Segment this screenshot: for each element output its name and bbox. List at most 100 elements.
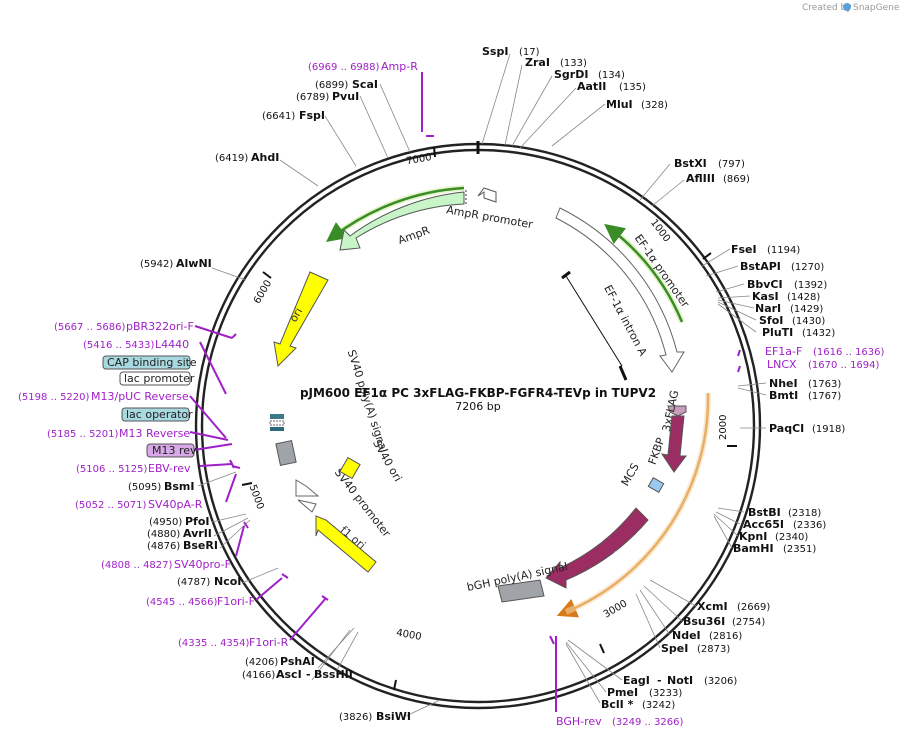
primer-m13-reverse[interactable]: M13 Reverse [119,427,190,440]
ampr-promoter-label: AmpR promoter [445,203,534,231]
boxed-feature-labels: CAP binding site lac promoter lac operat… [102,355,197,422]
bgh-polya-feature[interactable] [497,579,545,603]
enzyme-bcli[interactable]: BclI * [601,698,634,711]
primer-l4440[interactable]: L4440 [155,338,189,351]
enzyme-bmti-pos: (1767) [808,391,841,402]
lac-promoter-label[interactable]: lac promoter [124,372,195,385]
enzyme-avrii[interactable]: AvrII [183,527,212,540]
enzyme-bsiwi[interactable]: BsiWI [376,710,411,723]
primer-lncx[interactable]: LNCX [767,358,797,371]
primer-amp-r[interactable]: Amp-R [381,60,418,73]
sv40-promoter-feature[interactable] [295,479,320,513]
primer-ebv-rev[interactable]: EBV-rev [148,462,191,475]
enzyme-pluti-pos: (1432) [802,328,835,339]
enzyme-bsiwi-pos: (3826) [339,712,372,723]
enzyme-pmei[interactable]: PmeI [607,686,638,699]
enzyme-nhei[interactable]: NheI [769,377,798,390]
enzyme-aatii[interactable]: AatII [577,80,606,93]
lac-promoter-mark [269,420,285,426]
primer-lncx-range: (1670 .. 1694) [808,360,880,371]
enzyme-dash-1: - [657,674,662,687]
enzyme-noti[interactable]: NotI [667,674,693,687]
primer-m13-puc-reverse[interactable]: M13/pUC Reverse [91,390,189,403]
enzyme-fspi-pos: (6641) [262,111,295,122]
primer-labels: Amp-R (6969 .. 6988) EF1a-F (1616 .. 163… [18,60,885,728]
enzyme-pluti[interactable]: PluTI [762,326,793,339]
enzyme-eagi[interactable]: EagI [623,674,650,687]
tick-4000 [393,679,397,691]
enzyme-zrai[interactable]: ZraI [525,56,550,69]
enzyme-bbvci[interactable]: BbvCI [747,278,783,291]
ef1a-promoter-feature[interactable] [555,207,685,373]
tick-6000 [262,271,272,279]
enzyme-kpni[interactable]: KpnI [739,530,767,543]
enzyme-bsmi[interactable]: BsmI [164,480,195,493]
enzyme-sgrdi[interactable]: SgrDI [554,68,588,81]
enzyme-ahdi[interactable]: AhdI [251,151,279,164]
ampr-feature[interactable] [339,191,465,251]
enzyme-bstbi[interactable]: BstBI [748,506,781,519]
enzyme-asci[interactable]: AscI [276,668,302,681]
mcs-feature[interactable] [647,476,665,494]
enzyme-bstbi-pos: (2318) [788,508,821,519]
enzyme-pvui-pos: (6789) [296,92,329,103]
enzyme-bsshii[interactable]: BssHII [314,668,353,681]
sv40-polya-feature[interactable] [275,439,297,467]
enzyme-fspi[interactable]: FspI [299,109,325,122]
enzyme-pfoi[interactable]: PfoI [185,515,210,528]
enzyme-sfoi[interactable]: SfoI [759,314,783,327]
enzyme-acc65i[interactable]: Acc65I [743,518,784,531]
primer-sv40pa-r[interactable]: SV40pA-R [148,498,203,511]
primer-sv40pro-f[interactable]: SV40pro-F [174,558,231,571]
primer-markers [189,72,741,712]
enzyme-bcli-pos: (3242) [642,700,675,711]
enzyme-afliii-pos: (869) [723,174,750,185]
enzyme-kpni-pos: (2340) [775,532,808,543]
f1ori-feature[interactable] [315,515,377,573]
enzyme-mlui-pos: (328) [641,100,668,111]
enzyme-bmti[interactable]: BmtI [769,389,798,402]
enzyme-scai-pos: (6899) [315,80,348,91]
tick-label-5000: 5000 [247,483,266,511]
enzyme-sspi[interactable]: SspI [482,45,508,58]
enzyme-ndei[interactable]: NdeI [672,629,701,642]
enzyme-spei[interactable]: SpeI [661,642,688,655]
flag-feature[interactable] [667,405,687,417]
lac-operator-label[interactable]: lac operator [126,408,193,421]
ampr-promoter-feature[interactable] [477,187,497,203]
enzyme-paqci[interactable]: PaqCI [769,422,804,435]
enzyme-bamhi[interactable]: BamHI [733,542,774,555]
enzyme-pshai[interactable]: PshAI [280,655,315,668]
primer-pbr322ori-f-range: (5667 .. 5686) [54,322,126,333]
primer-pbr322ori-f[interactable]: pBR322ori-F [126,320,194,333]
primer-m13-rev[interactable]: M13 rev [152,444,197,457]
enzyme-mlui[interactable]: MluI [606,98,633,111]
enzyme-bstxi[interactable]: BstXI [674,157,707,170]
primer-ef1a-f-range: (1616 .. 1636) [813,347,885,358]
enzyme-xcmi[interactable]: XcmI [697,600,728,613]
enzyme-pvui[interactable]: PvuI [332,90,359,103]
cap-site-label[interactable]: CAP binding site [107,356,197,369]
primer-ef1a-f[interactable]: EF1a-F [765,345,802,358]
enzyme-xcmi-pos: (2669) [737,602,770,613]
enzyme-alwni[interactable]: AlwNI [176,257,212,270]
fkbp-feature[interactable] [660,415,687,473]
ori-feature[interactable] [273,271,329,368]
enzyme-bstxi-pos: (797) [718,159,745,170]
tev-feature[interactable] [545,507,649,589]
enzyme-bsu36i[interactable]: Bsu36I [683,615,725,628]
enzyme-bseri[interactable]: BseRI [183,539,218,552]
enzyme-afliii[interactable]: AflIII [686,172,715,185]
primer-bgh-rev[interactable]: BGH-rev [556,715,602,728]
enzyme-scai[interactable]: ScaI [352,78,378,91]
enzyme-ncoi[interactable]: NcoI [214,575,241,588]
primer-f1ori-r[interactable]: F1ori-R [249,636,289,649]
enzyme-bstapi[interactable]: BstAPI [740,260,781,273]
enzyme-fsei[interactable]: FseI [731,243,757,256]
sv40-ori-feature[interactable] [339,456,361,480]
enzyme-nhei-pos: (1763) [808,379,841,390]
enzyme-nari[interactable]: NarI [755,302,781,315]
primer-f1ori-f[interactable]: F1ori-F [217,595,255,608]
enzyme-kasi[interactable]: KasI [752,290,779,303]
